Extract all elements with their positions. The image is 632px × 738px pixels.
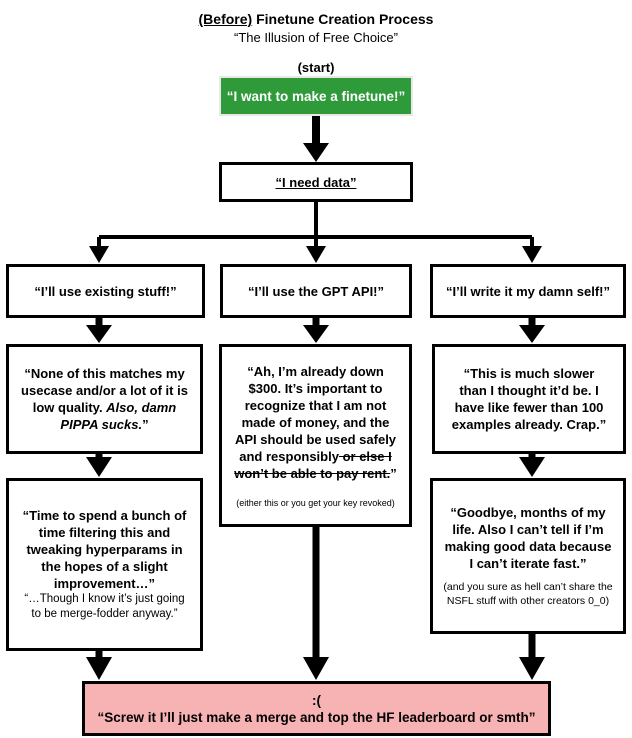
start-box: “I want to make a finetune!” (219, 76, 413, 116)
end-face: :( (312, 692, 321, 708)
gpt-step1-end: ” (390, 465, 397, 481)
existing-step2-note: “…Though I know it’s just going to be me… (24, 593, 185, 620)
write-step1-text: “This is much slower than I thought it’d… (451, 366, 607, 432)
diagram-title: (Before) Finetune Creation Process (0, 11, 632, 27)
need-data-box: “I need data” (219, 162, 413, 202)
write-step1-box: “This is much slower than I thought it’d… (432, 344, 626, 454)
arrowhead-left-step2 (86, 457, 112, 477)
existing-step1-end: ” (142, 417, 149, 432)
gpt-step1-text: “Ah, I’m already down $300. It’s importa… (232, 363, 399, 482)
option-write-text: “I’ll write it my damn self!” (446, 283, 610, 299)
arrowhead-left-end (86, 657, 112, 680)
write-step2-text: “Goodbye, months of my life. Also I can’… (444, 505, 612, 571)
arrowhead-option-1 (89, 246, 109, 263)
write-step2-box: “Goodbye, months of my life. Also I can’… (430, 478, 626, 634)
option-existing-box: “I’ll use existing stuff!” (6, 264, 205, 318)
arrowhead-option-2 (306, 246, 326, 263)
title-rest: Finetune Creation Process (252, 11, 434, 27)
existing-step2-box: “Time to spend a bunch of time filtering… (6, 478, 203, 651)
arrowhead-left-step1 (86, 325, 112, 343)
arrowhead-right-end (519, 657, 545, 680)
option-gpt-text: “I’ll use the GPT API!” (247, 283, 385, 299)
arrowhead-right-step1 (519, 325, 545, 343)
start-label: (start) (297, 60, 335, 75)
existing-step1-box: “None of this matches my usecase and/or … (6, 344, 203, 454)
gpt-step1-strike: or else I won’t be able to pay rent. (234, 448, 392, 481)
diagram-subtitle: “The Illusion of Free Choice” (233, 30, 398, 45)
existing-step1-italic: Also, damn PIPPA sucks. (60, 400, 177, 432)
option-gpt-box: “I’ll use the GPT API!” (220, 264, 412, 318)
arrowhead-middle-step1 (303, 325, 329, 343)
option-write-box: “I’ll write it my damn self!” (430, 264, 626, 318)
arrowhead-option-3 (522, 246, 542, 263)
arrowhead-need-data (303, 143, 329, 162)
title-before: (Before) (198, 11, 253, 27)
end-text: “Screw it I’ll just make a merge and top… (97, 709, 536, 725)
gpt-step1-box: “Ah, I’m already down $300. It’s importa… (219, 344, 412, 527)
arrowhead-right-step2 (519, 457, 545, 477)
option-existing-text: “I’ll use existing stuff!” (34, 283, 177, 299)
existing-step1-text: “None of this matches my usecase and/or … (19, 365, 190, 433)
existing-step2-text: “Time to spend a bunch of time filtering… (22, 508, 187, 591)
start-box-text: “I want to make a finetune!” (226, 88, 406, 104)
arrowhead-middle-end (303, 657, 329, 680)
need-data-text: “I need data” (275, 174, 357, 190)
gpt-step1-note: (either this or you get your key revoked… (236, 497, 395, 508)
end-box: :( “Screw it I’ll just make a merge and … (82, 681, 551, 736)
existing-step1-main: “None of this matches my usecase and/or … (21, 366, 188, 415)
write-step2-note: (and you sure as hell can’t share the NS… (443, 581, 613, 607)
gpt-step1-main: “Ah, I’m already down $300. It’s importa… (234, 363, 397, 464)
